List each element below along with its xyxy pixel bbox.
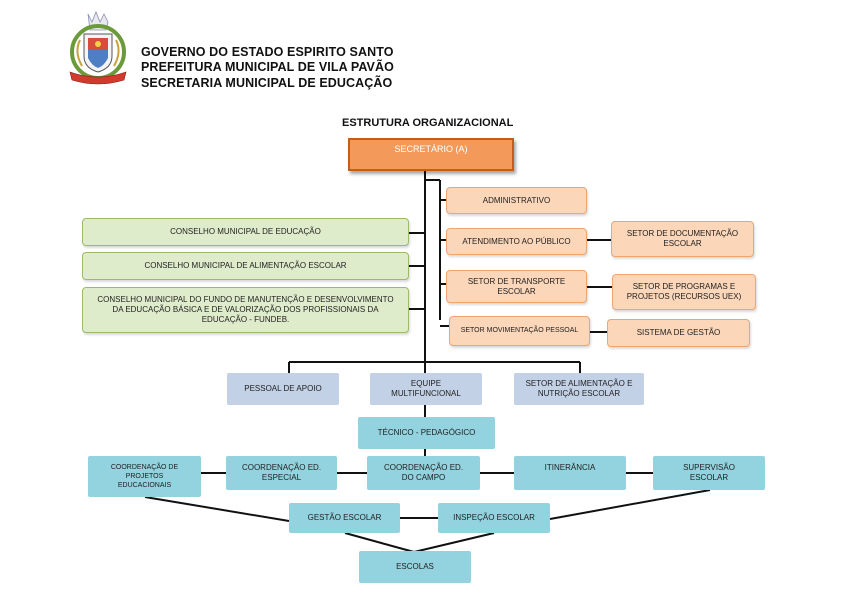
coat-of-arms-icon xyxy=(69,10,127,85)
node-inspecao-escolar: INSPEÇÃO ESCOLAR xyxy=(438,503,550,533)
node-setor-alimentacao: SETOR DE ALIMENTAÇÃO E NUTRIÇÃO ESCOLAR xyxy=(514,373,644,405)
node-pessoal-apoio: PESSOAL DE APOIO xyxy=(227,373,339,405)
node-administrativo: ADMINISTRATIVO xyxy=(446,187,587,214)
node-atendimento-publico: ATENDIMENTO AO PÚBLICO xyxy=(446,228,587,255)
node-setor-documentacao: SETOR DE DOCUMENTAÇÃO ESCOLAR xyxy=(611,221,754,257)
node-equipe-multifuncional: EQUIPE MULTIFUNCIONAL xyxy=(370,373,482,405)
node-setor-programas: SETOR DE PROGRAMAS E PROJETOS (RECURSOS … xyxy=(612,274,756,310)
node-tecnico-pedagogico: TÉCNICO - PEDAGÓGICO xyxy=(358,417,495,449)
node-supervisao: SUPERVISÃO ESCOLAR xyxy=(653,456,765,490)
node-gestao-escolar: GESTÃO ESCOLAR xyxy=(289,503,400,533)
node-secretario: SECRETÁRIO (A) xyxy=(348,138,514,171)
node-sistema-gestao: SISTEMA DE GESTÃO xyxy=(607,319,750,347)
node-conselho-educacao: CONSELHO MUNICIPAL DE EDUCAÇÃO xyxy=(82,218,409,246)
header-secretaria: SECRETARIA MUNICIPAL DE EDUCAÇÃO xyxy=(141,76,393,90)
coat-of-arms-logo xyxy=(66,10,130,88)
header-prefeitura: PREFEITURA MUNICIPAL DE VILA PAVÃO xyxy=(141,60,394,74)
node-conselho-fundeb: CONSELHO MUNICIPAL DO FUNDO DE MANUTENÇÃ… xyxy=(82,287,409,333)
node-coord-especial: COORDENAÇÃO ED. ESPECIAL xyxy=(226,456,337,490)
node-conselho-alimentacao: CONSELHO MUNICIPAL DE ALIMENTAÇÃO ESCOLA… xyxy=(82,252,409,280)
header-government: GOVERNO DO ESTADO ESPIRITO SANTO xyxy=(141,45,394,59)
node-coord-campo: COORDENAÇÃO ED. DO CAMPO xyxy=(367,456,480,490)
node-setor-movimentacao: SETOR MOVIMENTAÇÃO PESSOAL xyxy=(449,316,590,346)
node-coord-projetos: COORDENAÇÃO DE PROJETOS EDUCACIONAIS xyxy=(88,456,201,497)
node-escolas: ESCOLAS xyxy=(359,551,471,583)
chart-title: ESTRUTURA ORGANIZACIONAL xyxy=(342,117,514,129)
node-setor-transporte: SETOR DE TRANSPORTE ESCOLAR xyxy=(446,270,587,303)
node-itinerancia: ITINERÂNCIA xyxy=(514,456,626,490)
